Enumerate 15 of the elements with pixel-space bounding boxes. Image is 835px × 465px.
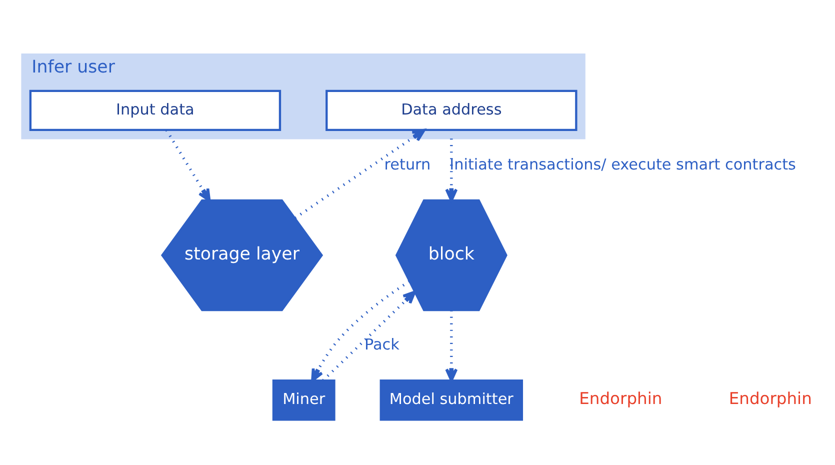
node-box: Miner [272,380,336,421]
arrow [294,128,426,220]
label: Endorphin [579,388,662,408]
arrow [165,129,211,202]
arrow [445,310,458,382]
arrow [311,280,410,382]
edge-label: Initiate transactions/ execute smart contracts [450,155,796,174]
node-box: Model submitter [380,380,524,421]
label: Endorphin [728,388,812,408]
edge-label: Pack [364,335,400,354]
arrow [322,290,416,382]
arrow [445,138,458,202]
node-box: Input data [29,90,282,132]
node-box: Data address [326,90,578,132]
edge-label: return [384,155,431,174]
